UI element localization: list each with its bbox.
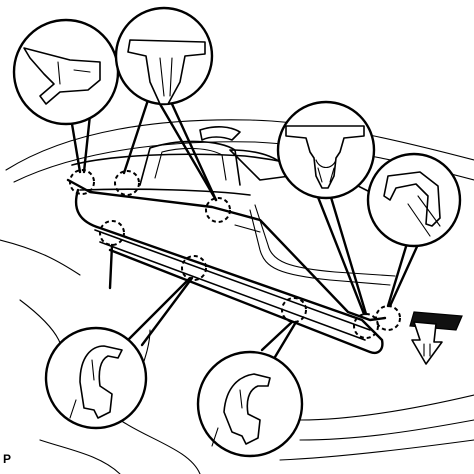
clip-marker xyxy=(181,255,207,281)
push-clip-icon xyxy=(285,125,365,189)
hook-clip-icon xyxy=(223,373,271,445)
clip-marker xyxy=(281,297,307,323)
hook-clip-icon xyxy=(23,47,101,105)
clip-marker xyxy=(99,220,125,246)
clip-marker xyxy=(114,170,140,196)
trim-panel xyxy=(66,178,387,354)
hook-clip-icon xyxy=(79,345,123,419)
clip-marker xyxy=(205,197,231,223)
callout-left-lower xyxy=(44,326,148,430)
push-clip-icon xyxy=(127,39,206,105)
callout-top-center xyxy=(114,6,214,106)
callout-right-upper xyxy=(276,100,376,200)
arrow-down-icon xyxy=(409,311,463,365)
clip-marker xyxy=(69,169,95,195)
hook-clip-icon xyxy=(383,171,441,227)
figure-code: P xyxy=(3,452,12,466)
callout-left-upper xyxy=(12,18,120,126)
callout-right-far xyxy=(366,152,462,248)
callout-center-lower xyxy=(196,350,304,458)
